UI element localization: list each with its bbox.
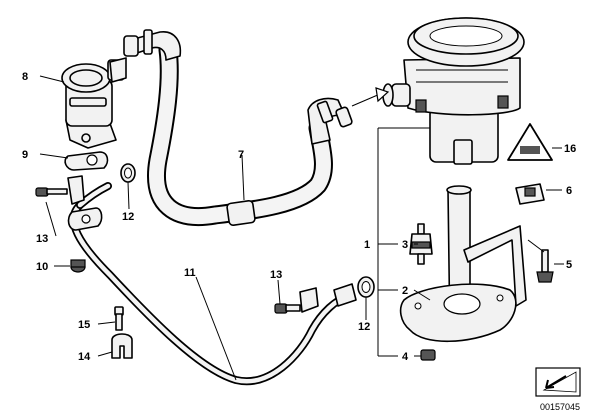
- document-number: 00157045: [540, 402, 580, 412]
- callout-8: 8: [22, 71, 28, 83]
- callout-12-upper: 12: [122, 211, 134, 223]
- pipe-part-11: [67, 175, 357, 386]
- triangle-label-icon: [507, 123, 553, 161]
- callout-4: 4: [402, 351, 409, 363]
- clamp-part-14: [111, 333, 133, 359]
- callout-numbers: 8 9 13 10 12 7 11 13 12 15 14 1 3 2 4 16…: [22, 71, 576, 363]
- bolt-part-13-right: [274, 303, 301, 314]
- callout-9: 9: [22, 149, 28, 161]
- callout-11: 11: [184, 267, 196, 279]
- rubber-mount-part-3: [409, 223, 433, 265]
- callout-6: 6: [566, 185, 572, 197]
- hose-part-7: [123, 29, 353, 226]
- callout-16: 16: [564, 143, 576, 155]
- callout-14: 14: [78, 351, 91, 363]
- callout-13-left: 13: [36, 233, 48, 245]
- clip-nut-part-6: [515, 183, 545, 205]
- arrow-down-left-icon: [535, 367, 581, 397]
- callout-1: 1: [364, 239, 370, 251]
- bolt-part-15: [114, 306, 124, 331]
- callout-15: 15: [78, 319, 90, 331]
- gasket-part-9: [64, 151, 109, 171]
- nut-part-4: [420, 349, 436, 361]
- callout-2: 2: [402, 285, 408, 297]
- bracket-part-2: [399, 185, 527, 343]
- valve-part-8: [61, 57, 127, 149]
- air-pump-part-1: [382, 17, 525, 165]
- seal-ring-part-12-upper: [120, 163, 136, 183]
- callout-13-right: 13: [270, 269, 282, 281]
- leader-lines: [39, 75, 564, 381]
- bolt-part-13-left: [35, 187, 68, 197]
- callout-5: 5: [566, 259, 572, 271]
- callout-7: 7: [238, 149, 244, 161]
- screw-part-5: [536, 249, 554, 283]
- seal-ring-part-12-lower: [357, 276, 375, 298]
- callout-3: 3: [402, 239, 408, 251]
- nut-part-10: [70, 259, 86, 273]
- callout-10: 10: [36, 261, 48, 273]
- callout-12-lower: 12: [358, 321, 370, 333]
